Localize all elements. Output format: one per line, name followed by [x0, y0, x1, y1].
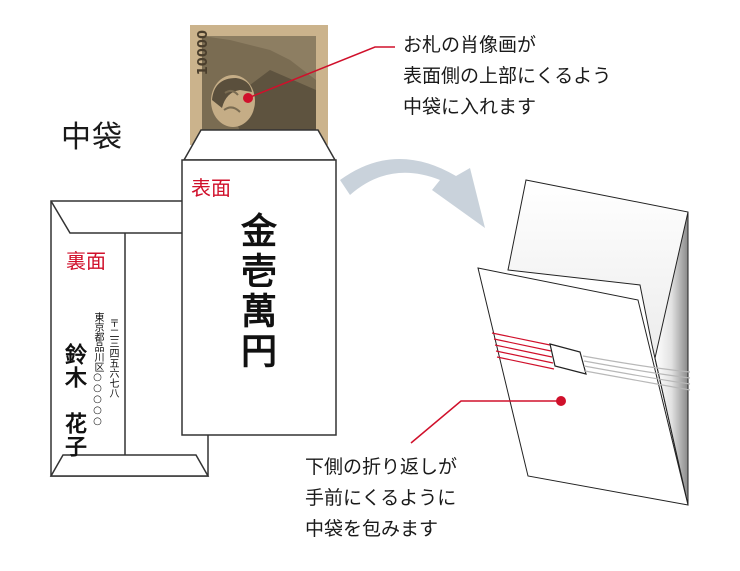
- address: 東京都品川区○○○○○: [92, 312, 103, 427]
- front-envelope: [181, 129, 337, 436]
- caption-top-line: 中袋に入れます: [403, 96, 537, 118]
- caption-bottom-line: 手前にくるように: [305, 487, 457, 509]
- caption-bottom-line: 下側の折り返しが: [305, 456, 458, 478]
- caption-top-line: お札の肖像画が: [403, 34, 537, 56]
- amount-text: 金壱萬円: [235, 212, 277, 372]
- postal-code: 〒二三四五六七八: [107, 318, 118, 398]
- caption-bottom: 下側の折り返しが 手前にくるように 中袋を包みます: [305, 452, 457, 545]
- callout-top: [243, 46, 395, 103]
- folded-wrapper: [477, 179, 691, 506]
- curved-arrow-icon: [340, 158, 485, 228]
- banknote-denomination: 10000: [196, 30, 211, 76]
- caption-top: お札の肖像画が 表面側の上部にくるよう 中袋に入れます: [403, 30, 611, 123]
- sender-name: 鈴木 花子: [61, 343, 87, 458]
- page-title: 中袋: [61, 120, 123, 155]
- caption-bottom-line: 中袋を包みます: [305, 518, 439, 540]
- banknote: [190, 25, 328, 145]
- caption-top-line: 表面側の上部にくるよう: [403, 65, 612, 87]
- front-label: 表面: [191, 176, 231, 200]
- callout-bottom: [410, 396, 566, 444]
- back-label: 裏面: [66, 249, 106, 273]
